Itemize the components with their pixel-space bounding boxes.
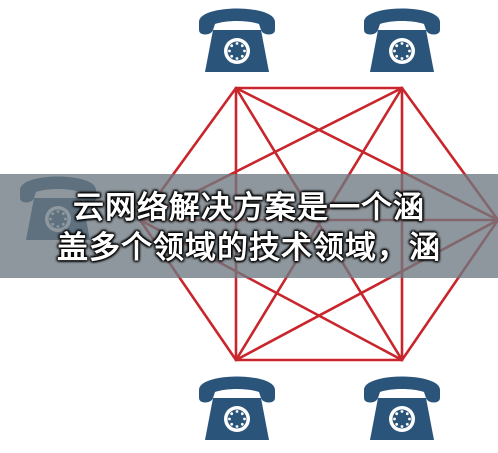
caption-line-1: 云网络解决方案是一个涵 [73,190,425,226]
caption-line-2: 盖多个领域的技术领域，涵 [57,230,441,266]
caption-overlay [0,174,498,278]
telephone-icon [364,376,440,440]
telephone-icon [199,8,275,72]
telephone-icon [364,8,440,72]
telephone-icon [199,376,275,440]
